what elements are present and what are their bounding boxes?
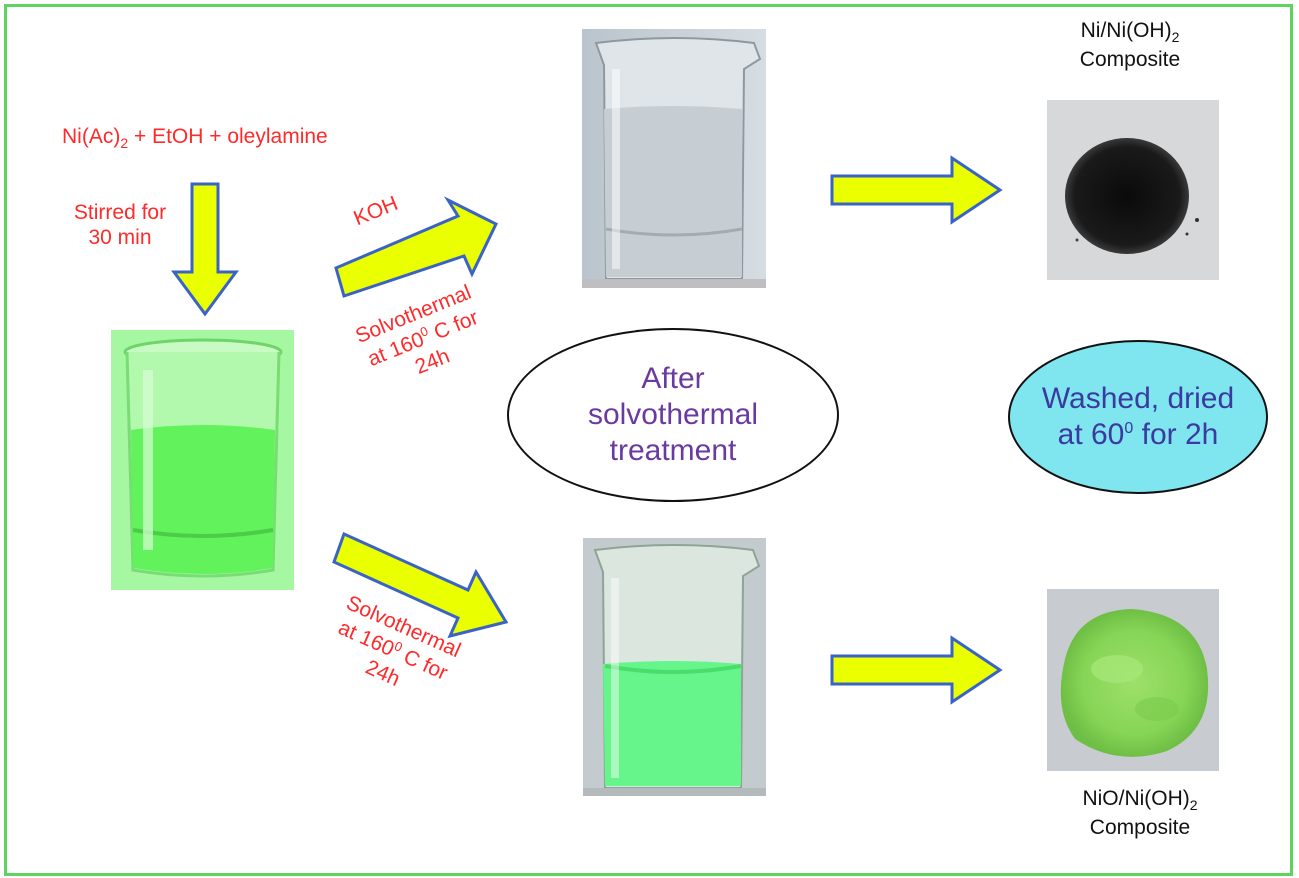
down-arrow — [171, 182, 239, 317]
koh-arrow — [334, 196, 498, 298]
product-bottom-label: NiO/Ni(OH)2 Composite — [1082, 787, 1198, 839]
green-solution-beaker-photo — [111, 330, 294, 590]
green-powder-photo — [1047, 589, 1219, 771]
reagents-label: Ni(Ac)2 + EtOH + oleylamine — [62, 125, 328, 152]
clear-beaker-photo — [582, 29, 766, 288]
black-powder-photo — [1047, 100, 1219, 280]
green-suspension-beaker-photo — [583, 538, 766, 796]
washed-dried-oval: Washed, dried at 600 for 2h — [1008, 340, 1268, 494]
stirred-label: Stirred for 30 min — [73, 201, 167, 250]
right-arrow-bottom — [830, 635, 1003, 705]
right-arrow-top — [830, 155, 1003, 225]
solvothermal-arrow — [332, 531, 509, 639]
after-treatment-oval: After solvothermal treatment — [507, 328, 839, 502]
product-top-label: Ni/Ni(OH)2 Composite — [1079, 19, 1181, 71]
